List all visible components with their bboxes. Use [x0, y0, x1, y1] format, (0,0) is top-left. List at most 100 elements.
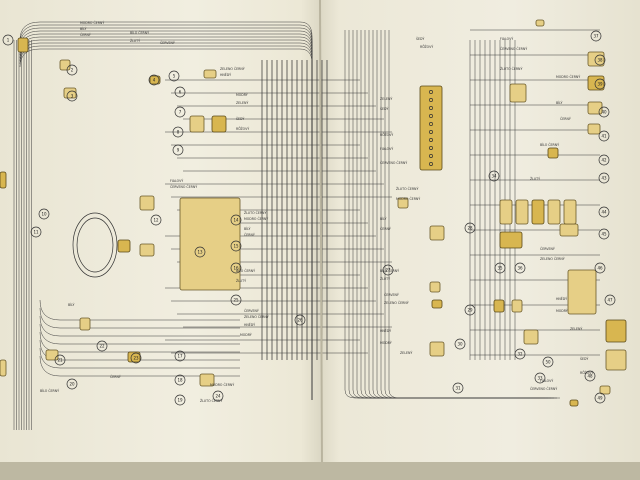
top-harness-wire: [19, 24, 313, 400]
wire-color-label: BÍLÝ: [380, 216, 386, 221]
component-number-ring: [212, 390, 224, 402]
component-number: 3: [71, 94, 74, 99]
top-harness-wire: [19, 27, 313, 400]
component-number-ring: [130, 352, 142, 364]
wire-color-label: ČERVENÝ: [244, 308, 259, 313]
component-number-ring: [174, 350, 186, 362]
label-layer: 1234567891011121314151617181920212223242…: [7, 20, 613, 403]
component-number-ring: [230, 262, 242, 274]
component-number: 19: [177, 398, 183, 403]
right-loop-wire: [384, 30, 530, 399]
component-number: 1: [7, 38, 10, 43]
center-fold-line: [319, 0, 323, 471]
component-number: 2: [71, 68, 74, 73]
component-number-ring: [66, 90, 78, 102]
component-number: 48: [587, 374, 593, 379]
lower-left-wire: [39, 355, 240, 377]
wire-color-label: MODRÝ: [236, 92, 248, 97]
component-block: [117, 239, 131, 253]
top-harness-wire: [19, 21, 313, 400]
wire-color-label: MODRO ČERNÝ: [80, 20, 104, 25]
fuse-terminal: [429, 154, 433, 158]
wire-color-label: ŠEDÝ: [580, 356, 588, 361]
wire-color-label: ČERVENÝ: [160, 40, 175, 45]
wire-color-label: FIALOVÝ: [170, 178, 183, 183]
component-number: 27: [385, 268, 391, 273]
component-number-ring: [174, 374, 186, 386]
wire-color-label: BÍLÝ: [556, 100, 562, 105]
top-harness-wire: [19, 45, 313, 400]
component-number: 36: [517, 266, 523, 271]
wire-color-label: HNĚDÝ: [380, 328, 391, 333]
wire-color-label: MODRO ČERNÝ: [556, 74, 580, 79]
steering-wheel-inner: [76, 217, 114, 273]
component-block: [199, 373, 215, 387]
component-number: 12: [153, 218, 159, 223]
lower-left-wire: [39, 299, 240, 321]
wire-color-label: BÍLO ČERNÝ: [380, 268, 399, 273]
component-block: [559, 223, 579, 237]
wire-color-label: ŽLUTO ČERNÝ: [396, 186, 418, 191]
component-number-ring: [594, 78, 606, 90]
component-block: [149, 75, 161, 85]
component-block: [499, 231, 523, 249]
component-number: 33: [537, 376, 543, 381]
component-block: [587, 123, 601, 135]
component-number: 16: [233, 266, 239, 271]
lower-left-wire: [39, 323, 240, 345]
component-number: 18: [177, 378, 183, 383]
wire-color-label: BÍLO ČERNÝ: [540, 142, 559, 147]
component-block: [431, 299, 443, 309]
component-number-ring: [168, 70, 180, 82]
component-block: [429, 225, 445, 241]
component-number-ring: [2, 34, 14, 46]
component-number: 40: [601, 110, 607, 115]
component-number: 31: [455, 386, 461, 391]
component-number: 21: [57, 358, 63, 363]
top-harness-wire: [19, 30, 313, 400]
component-number-ring: [66, 378, 78, 390]
wire-color-label: ČERNÝ: [560, 116, 571, 121]
wire-color-label: ZELENO ČERNÝ: [244, 314, 269, 319]
fuse-terminal: [429, 146, 433, 150]
component-number-ring: [598, 106, 610, 118]
component-number-ring: [174, 86, 186, 98]
component-block: [397, 197, 409, 209]
wire-color-label: ZELENO ČERNÝ: [540, 256, 565, 261]
component-number-ring: [464, 304, 476, 316]
right-loop-wire: [376, 30, 536, 399]
component-block: [605, 349, 627, 371]
steering-wheel-outline: [72, 212, 118, 278]
right-loop-wire: [344, 30, 560, 399]
component-number: 14: [233, 218, 239, 223]
component-block: [203, 69, 217, 79]
component-number-ring: [230, 214, 242, 226]
component-block: [511, 299, 523, 313]
component-block: [547, 147, 559, 159]
lower-left-wire: [39, 331, 240, 353]
wire-color-label: ŽLUTO ČERNÝ: [244, 210, 266, 215]
wire-color-label: MODRÝ: [380, 340, 392, 345]
component-number-ring: [590, 30, 602, 42]
wire-color-label: HNĚDÝ: [556, 296, 567, 301]
component-block: [509, 83, 527, 103]
component-number: 7: [179, 110, 182, 115]
component-number-ring: [542, 356, 554, 368]
node-layer: [2, 30, 616, 406]
wire-color-label: BÍLÝ: [80, 26, 86, 31]
component-block: [139, 195, 155, 211]
component-block: [419, 85, 443, 171]
wire-color-label: ČERVENO ČERNÝ: [500, 46, 527, 51]
component-number: 15: [233, 244, 239, 249]
component-block: [0, 171, 7, 189]
fuse-terminal: [429, 90, 433, 94]
component-block: [179, 197, 241, 291]
component-number-ring: [150, 214, 162, 226]
component-block: [139, 243, 155, 257]
wire-color-label: ČERVENÝ: [384, 292, 399, 297]
component-block: [523, 329, 539, 345]
component-number-ring: [584, 370, 596, 382]
component-number: 43: [601, 176, 607, 181]
wire-color-label: ŽLUTO ČERNÝ: [200, 398, 222, 403]
